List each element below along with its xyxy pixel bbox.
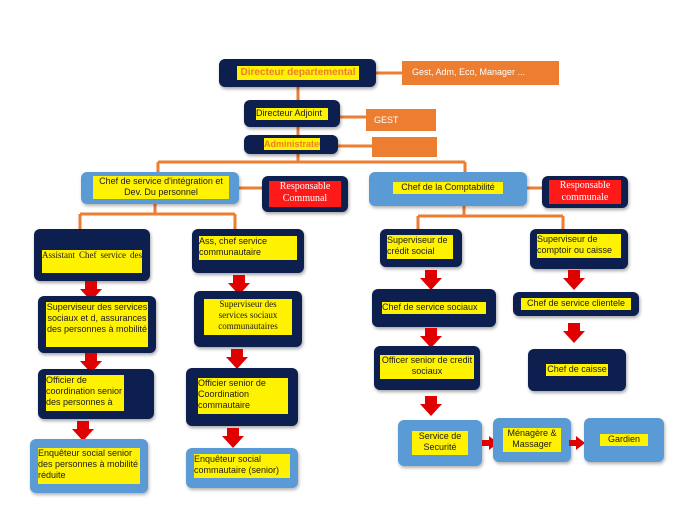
assistant-label: Assistant Chef service des <box>42 250 142 273</box>
l2-enqueteur-label: Enquêteur social commautaire (senior) <box>194 454 290 478</box>
left-responsable-box: Responsable Communal <box>262 176 348 212</box>
adjoint-label: Directeur Adjoint <box>256 108 328 120</box>
down-arrow-r2-1 <box>563 270 585 290</box>
director-side-box: Gest, Adm, Eco, Manager ... <box>402 61 559 85</box>
r1-superviseur-box: Superviseur de crédit social <box>380 229 462 267</box>
gardien-box: Gardien <box>584 418 664 462</box>
r2-chef-box: Chef de service clientele <box>513 292 639 316</box>
right-chief-label: Chef de la Comptabilité <box>393 182 503 194</box>
down-arrow-r1-3 <box>420 396 442 416</box>
down-arrow-l1-3 <box>72 421 94 441</box>
r2-superviseur-box: Superviseur de comptoir ou caisse <box>530 229 628 269</box>
r2-caisse-label: Chef de caisse <box>546 364 608 376</box>
l2-enqueteur-box: Enquêteur social commautaire (senior) <box>186 448 298 488</box>
left-responsable-label: Responsable Communal <box>269 181 341 207</box>
down-arrow-r1-2 <box>420 328 442 348</box>
securite-label: Service de Securité <box>412 431 468 455</box>
r1-superviseur-label: Superviseur de crédit social <box>387 235 453 259</box>
admin-box: Administrateur <box>244 135 338 154</box>
director-label: Directeur departemental <box>237 66 359 80</box>
menagere-label: Ménagère & Massager <box>503 428 561 452</box>
l2-superviseur-label: Superviseur des services sociaux communa… <box>204 299 292 335</box>
l1-superviseur-label: Superviseur des services sociaux et d, a… <box>46 302 148 347</box>
r1-officier-box: Officer senior de credit sociaux <box>374 346 480 390</box>
right-responsable-label: Responsable communale <box>549 180 621 204</box>
l2-ass-box: Ass, chef service communautaire <box>192 229 304 273</box>
director-side-label: Gest, Adm, Eco, Manager ... <box>412 67 526 77</box>
left-chief-box: Chef de service d'intégration et Dev. Du… <box>81 172 239 204</box>
down-arrow-r1-1 <box>420 270 442 290</box>
adjoint-side-label: GEST <box>374 115 399 125</box>
admin-side-box <box>372 137 437 157</box>
down-arrow-l2-2 <box>226 349 248 369</box>
l1-officier-label: Officier de coordination senior des pers… <box>46 375 124 411</box>
director-box: Directeur departemental <box>219 59 376 87</box>
adjoint-box: Directeur Adjoint <box>244 100 340 127</box>
l1-enqueteur-label: Enquêteur social senior des personnes à … <box>38 448 140 484</box>
l2-superviseur-box: Superviseur des services sociaux communa… <box>194 291 302 347</box>
l2-ass-label: Ass, chef service communautaire <box>199 236 297 260</box>
r1-chef-box: Chef de service sociaux <box>372 289 496 327</box>
left-chief-label: Chef de service d'intégration et Dev. Du… <box>93 176 229 199</box>
menagere-box: Ménagère & Massager <box>493 418 571 462</box>
r1-chef-label: Chef de service sociaux <box>382 302 486 314</box>
r2-superviseur-label: Superviseur de comptoir ou caisse <box>537 234 621 258</box>
securite-box: Service de Securité <box>398 420 482 466</box>
right-arrow-2 <box>569 436 585 450</box>
admin-label: Administrateur <box>264 138 320 150</box>
l1-officier-box: Officier de coordination senior des pers… <box>38 369 154 419</box>
adjoint-side-box: GEST <box>366 109 436 131</box>
right-responsable-box: Responsable communale <box>542 176 628 208</box>
down-arrow-l2-3 <box>222 428 244 448</box>
right-chief-box: Chef de la Comptabilité <box>369 172 527 206</box>
down-arrow-r2-2 <box>563 323 585 343</box>
r2-caisse-box: Chef de caisse <box>528 349 626 391</box>
l1-enqueteur-box: Enquêteur social senior des personnes à … <box>30 439 148 493</box>
gardien-label: Gardien <box>600 434 648 446</box>
assistant-box: Assistant Chef service des <box>34 229 150 281</box>
l2-officier-box: Officier senior de Coordination commauta… <box>186 368 298 426</box>
r2-chef-label: Chef de service clientele <box>521 298 631 310</box>
r1-officier-label: Officer senior de credit sociaux <box>380 355 474 379</box>
l1-superviseur-box: Superviseur des services sociaux et d, a… <box>38 296 156 353</box>
l2-officier-label: Officier senior de Coordination commauta… <box>198 378 288 414</box>
